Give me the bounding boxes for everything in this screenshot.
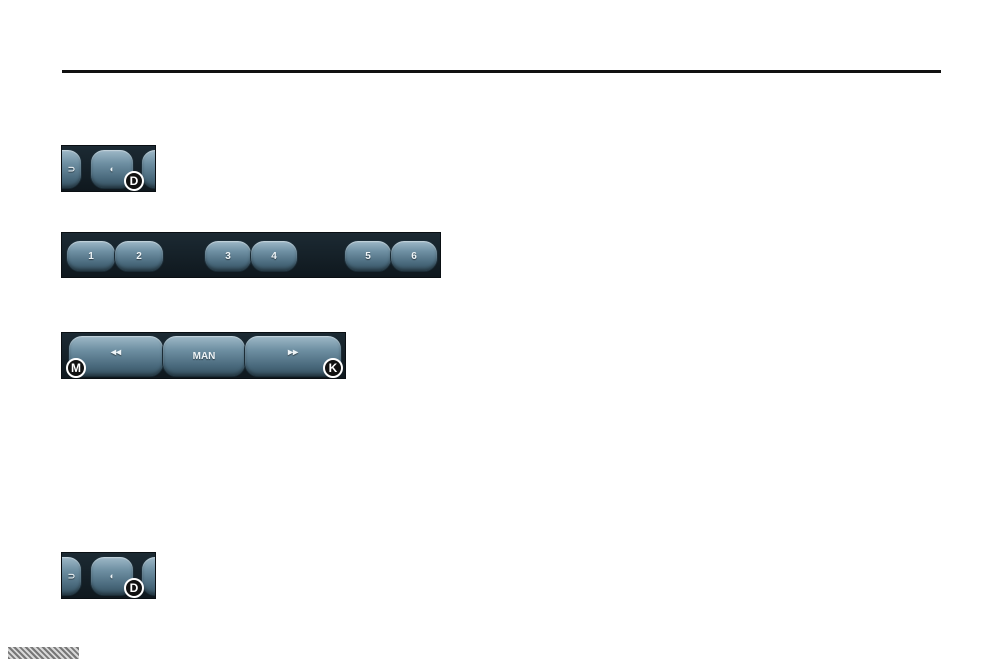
partial-icon: ⊃ (67, 163, 75, 174)
callout-m: M (66, 358, 86, 378)
control-d-panel: ⊃ ◐ D (61, 145, 156, 192)
preset-6-button[interactable]: 6 (390, 240, 438, 272)
disc-icon: ◐ (109, 571, 116, 581)
preset-2-button[interactable]: 2 (114, 240, 164, 272)
disc-icon: ◐ (109, 164, 116, 174)
control-d-panel-repeat: ⊃ ◐ D (61, 552, 156, 599)
left-partial-button[interactable]: ⊃ (62, 149, 82, 189)
preset-1-button[interactable]: 1 (66, 240, 116, 272)
seek-back-icon: ◂◂ (110, 346, 122, 358)
tuning-strip: ◂◂ MAN ▸▸ M K (61, 332, 346, 379)
top-rule (62, 70, 938, 73)
hatched-tag (8, 647, 79, 659)
preset-4-button[interactable]: 4 (250, 240, 298, 272)
preset-strip: 1 2 3 4 5 6 (61, 232, 441, 278)
partial-icon: ⊃ (67, 570, 75, 581)
man-label: MAN (192, 350, 216, 362)
disc-button[interactable]: ◐ (90, 149, 134, 189)
rule-end-dot (938, 70, 941, 73)
left-partial-button[interactable]: ⊃ (62, 556, 82, 596)
preset-5-button[interactable]: 5 (344, 240, 392, 272)
man-button[interactable]: MAN (162, 335, 246, 377)
callout-d: D (124, 171, 144, 191)
callout-d: D (124, 578, 144, 598)
preset-3-button[interactable]: 3 (204, 240, 252, 272)
callout-k: K (323, 358, 343, 378)
seek-forward-icon: ▸▸ (287, 346, 299, 358)
